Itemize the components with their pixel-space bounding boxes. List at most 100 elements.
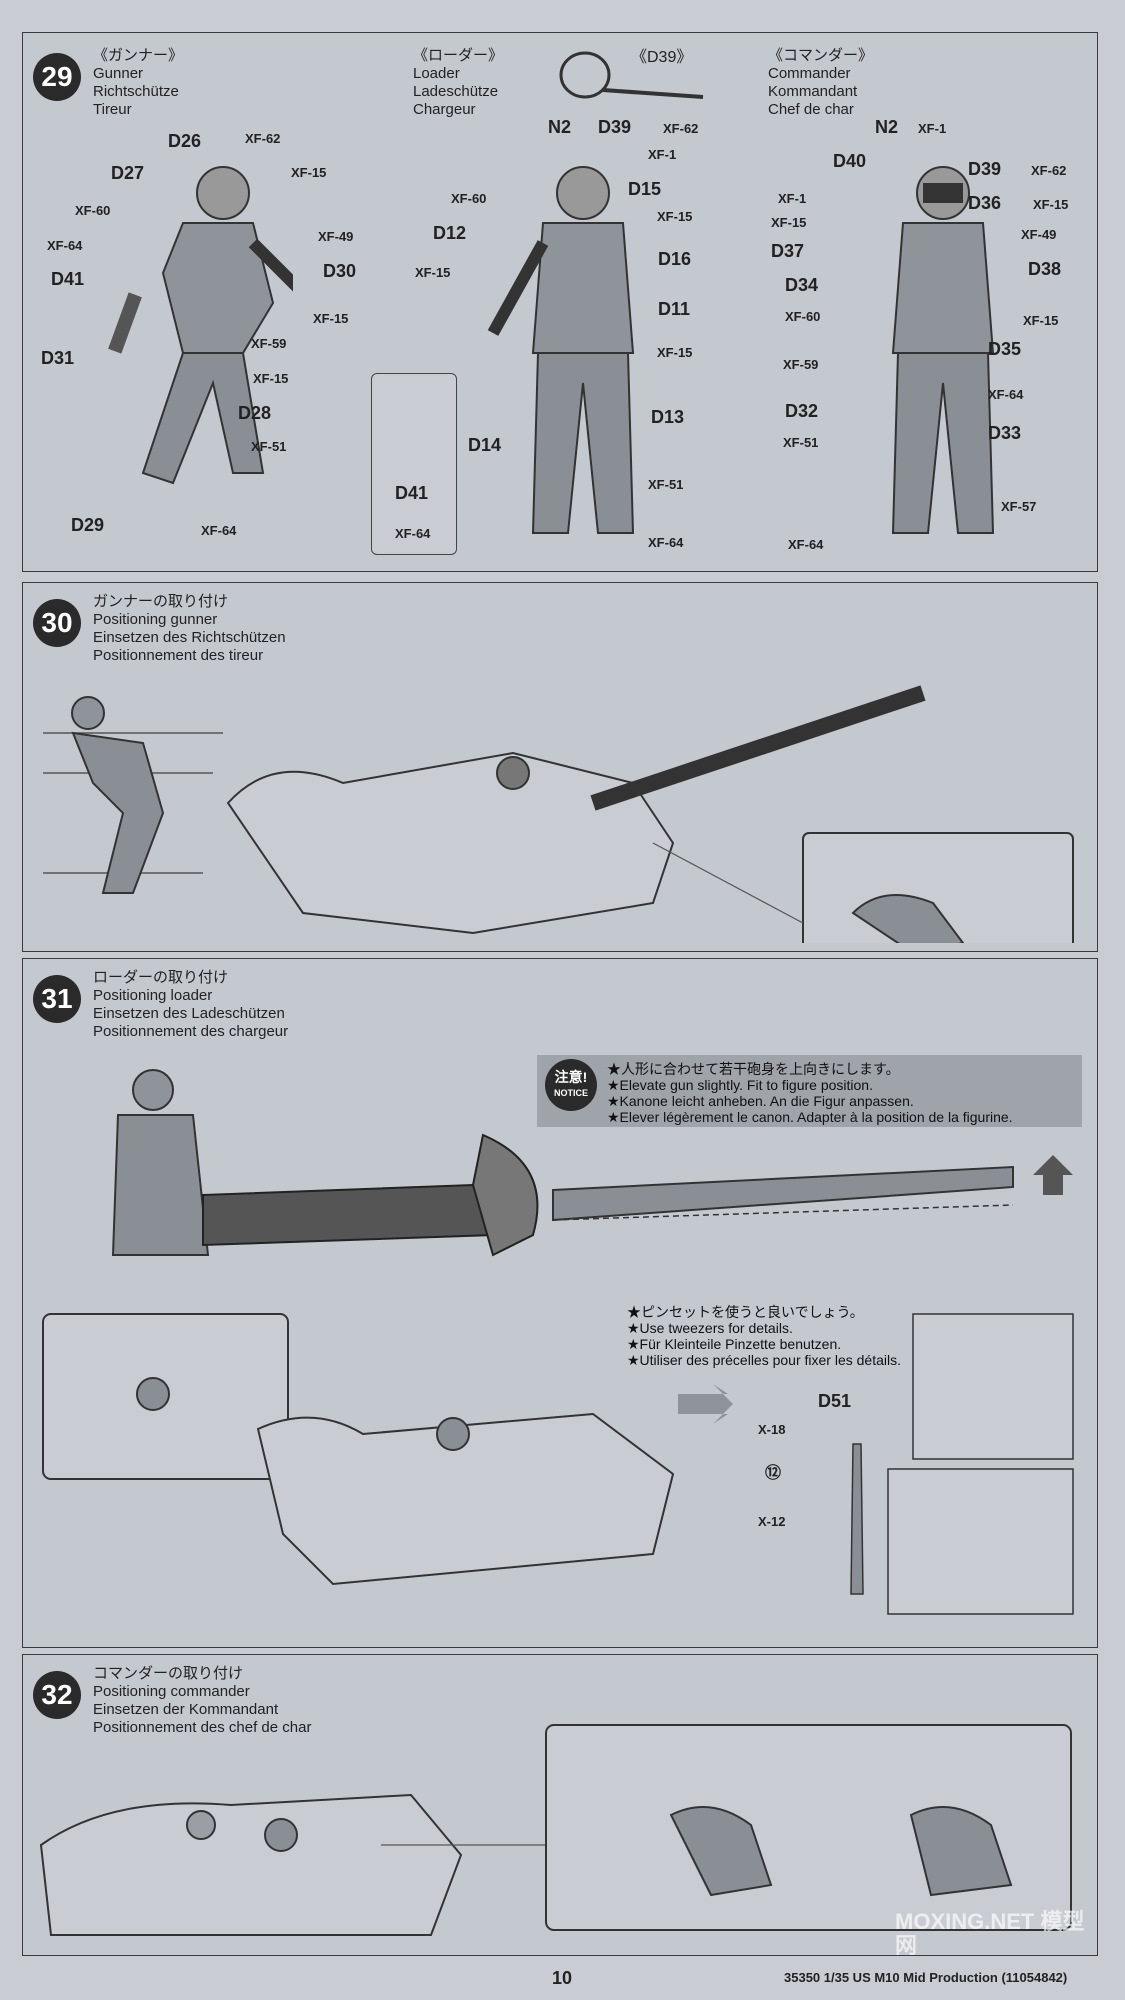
paint-code: XF-49 xyxy=(318,229,354,244)
paint-code: X-12 xyxy=(758,1514,786,1529)
part-label: D41 xyxy=(395,483,429,503)
part-label: D14 xyxy=(468,435,502,455)
paint-code: XF-15 xyxy=(657,209,693,224)
commander-title: 《コマンダー》 Commander Kommandant Chef de cha… xyxy=(768,47,873,119)
notice-box: 注意!NOTICE ★人形に合わせて若干砲身を上向きにします。 ★Elevate… xyxy=(537,1055,1082,1127)
paint-code: XF-64 xyxy=(648,535,684,550)
d39-title: 《D39》 xyxy=(631,49,693,66)
paint-code: XF-64 xyxy=(47,238,83,253)
step-32-title: コマンダーの取り付け Positioning commander Einsetz… xyxy=(93,1665,311,1737)
paint-code: XF-59 xyxy=(251,336,287,351)
paint-code: XF-51 xyxy=(648,477,684,492)
part-label: D31 xyxy=(41,348,75,368)
part-label: D51 xyxy=(818,1391,852,1411)
part-label: D11 xyxy=(658,299,691,319)
step-30-title: ガンナーの取り付け Positioning gunner Einsetzen d… xyxy=(93,593,286,665)
paint-code: XF-49 xyxy=(1021,227,1057,242)
watermark: MOXING.NET 模型网 xyxy=(895,1909,1085,1958)
step-31-panel: 31 ローダーの取り付け Positioning loader Einsetze… xyxy=(22,958,1098,1648)
tip-line: ★Utiliser des précelles pour fixer les d… xyxy=(627,1352,901,1368)
part-label: D35 xyxy=(988,339,1022,359)
paint-code: XF-51 xyxy=(251,439,287,454)
part-label: D16 xyxy=(658,249,692,269)
paint-code: XF-15 xyxy=(291,165,327,180)
page-number: 10 xyxy=(552,1968,573,1988)
tip-line: ★Für Kleinteile Pinzette benutzen. xyxy=(627,1336,842,1352)
paint-code: XF-1 xyxy=(778,191,807,206)
paint-code: XF-64 xyxy=(395,526,431,541)
paint-code: XF-62 xyxy=(245,131,281,146)
commander-title-de: Kommandant xyxy=(768,83,858,100)
part-label: D36 xyxy=(968,193,1002,213)
title-fr: Positionnement des tireur xyxy=(93,647,264,664)
notice-line: ★Kanone leicht anheben. An die Figur anp… xyxy=(607,1093,914,1109)
paint-code: XF-15 xyxy=(415,265,451,280)
paint-code: XF-60 xyxy=(785,309,821,324)
paint-code: XF-1 xyxy=(648,147,677,162)
part-label: D40 xyxy=(833,151,867,171)
gunner-title-jp: 《ガンナー》 xyxy=(93,47,184,64)
notice-badge: 注意! NOTICE xyxy=(545,1059,597,1111)
commander-positioning-illustration xyxy=(39,1724,1072,1936)
paint-code: XF-57 xyxy=(1001,499,1037,514)
paint-code: X-18 xyxy=(758,1422,786,1437)
part-label: D38 xyxy=(1028,259,1062,279)
commander-title-fr: Chef de char xyxy=(768,101,854,118)
loader-figure-illustration xyxy=(487,166,635,534)
part-label: D30 xyxy=(323,261,357,281)
step-number: 32 xyxy=(33,1671,81,1719)
part-label: D26 xyxy=(168,131,202,151)
step-number: 30 xyxy=(33,599,81,647)
paint-code: XF-64 xyxy=(788,537,824,552)
gunner-title-en: Gunner xyxy=(93,65,144,82)
paint-code: XF-15 xyxy=(1033,197,1069,212)
notice-badge-sub: NOTICE xyxy=(553,1088,588,1098)
part-label: N2 xyxy=(548,117,572,137)
title-de: Einsetzen des Ladeschützen xyxy=(93,1005,285,1022)
step-marker: ⑫ xyxy=(765,1465,782,1482)
part-label: D39 xyxy=(968,159,1002,179)
loader-title: 《ローダー》 Loader Ladeschütze Chargeur xyxy=(413,47,503,119)
title-de: Einsetzen des Richtschützen xyxy=(93,629,286,646)
commander-figure-illustration xyxy=(891,166,995,534)
paint-code: XF-62 xyxy=(663,121,699,136)
part-label: D32 xyxy=(785,401,819,421)
title-fr: Positionnement des chargeur xyxy=(93,1023,289,1040)
gunner-title-de: Richtschütze xyxy=(93,83,179,100)
part-label: D41 xyxy=(51,269,85,289)
step-32-panel: 32 コマンダーの取り付け Positioning commander Eins… xyxy=(22,1654,1098,1956)
paint-code: XF-15 xyxy=(771,215,807,230)
paint-code: XF-15 xyxy=(1023,313,1059,328)
paint-code: XF-15 xyxy=(657,345,693,360)
gunner-title-fr: Tireur xyxy=(93,101,132,118)
paint-code: XF-1 xyxy=(918,121,947,136)
tip-line: ★Use tweezers for details. xyxy=(627,1320,793,1336)
notice-badge-text: 注意! xyxy=(554,1069,588,1085)
tip-line: ★ピンセットを使うと良いでしょう。 xyxy=(627,1304,864,1320)
loader-title-de: Ladeschütze xyxy=(413,83,499,100)
loader-gun-elevation-illustration xyxy=(111,1069,1073,1257)
gunner-title: 《ガンナー》 Gunner Richtschütze Tireur xyxy=(93,47,183,119)
part-label: D29 xyxy=(71,515,105,535)
part-label: D27 xyxy=(111,163,145,183)
title-jp: ローダーの取り付け xyxy=(93,969,229,986)
step-29-panel: 29 《ガンナー》 Gunner Richtschütze Tireur 《ロー… xyxy=(22,32,1098,572)
title-jp: ガンナーの取り付け xyxy=(93,593,229,610)
part-label: N2 xyxy=(875,117,899,137)
title-en: Positioning commander xyxy=(93,1683,250,1700)
loader-title-jp: 《ローダー》 xyxy=(413,47,504,64)
gunner-figure-illustration xyxy=(108,166,293,485)
gunner-positioning-illustration xyxy=(43,685,1074,943)
headset-part-illustration xyxy=(559,51,704,99)
part-label: D33 xyxy=(988,423,1022,443)
part-label: D13 xyxy=(651,407,685,427)
step-31-title: ローダーの取り付け Positioning loader Einsetzen d… xyxy=(93,969,288,1041)
notice-line: ★Elever légèrement le canon. Adapter à l… xyxy=(607,1109,1013,1125)
paint-code: XF-64 xyxy=(201,523,237,538)
loader-seated-illustration xyxy=(42,1313,1074,1615)
product-code: 35350 1/35 US M10 Mid Production (110548… xyxy=(784,1970,1068,1985)
commander-title-en: Commander xyxy=(768,65,851,82)
d41-inset-box xyxy=(371,373,457,555)
part-label: D15 xyxy=(628,179,662,199)
part-label: D39 xyxy=(598,117,632,137)
